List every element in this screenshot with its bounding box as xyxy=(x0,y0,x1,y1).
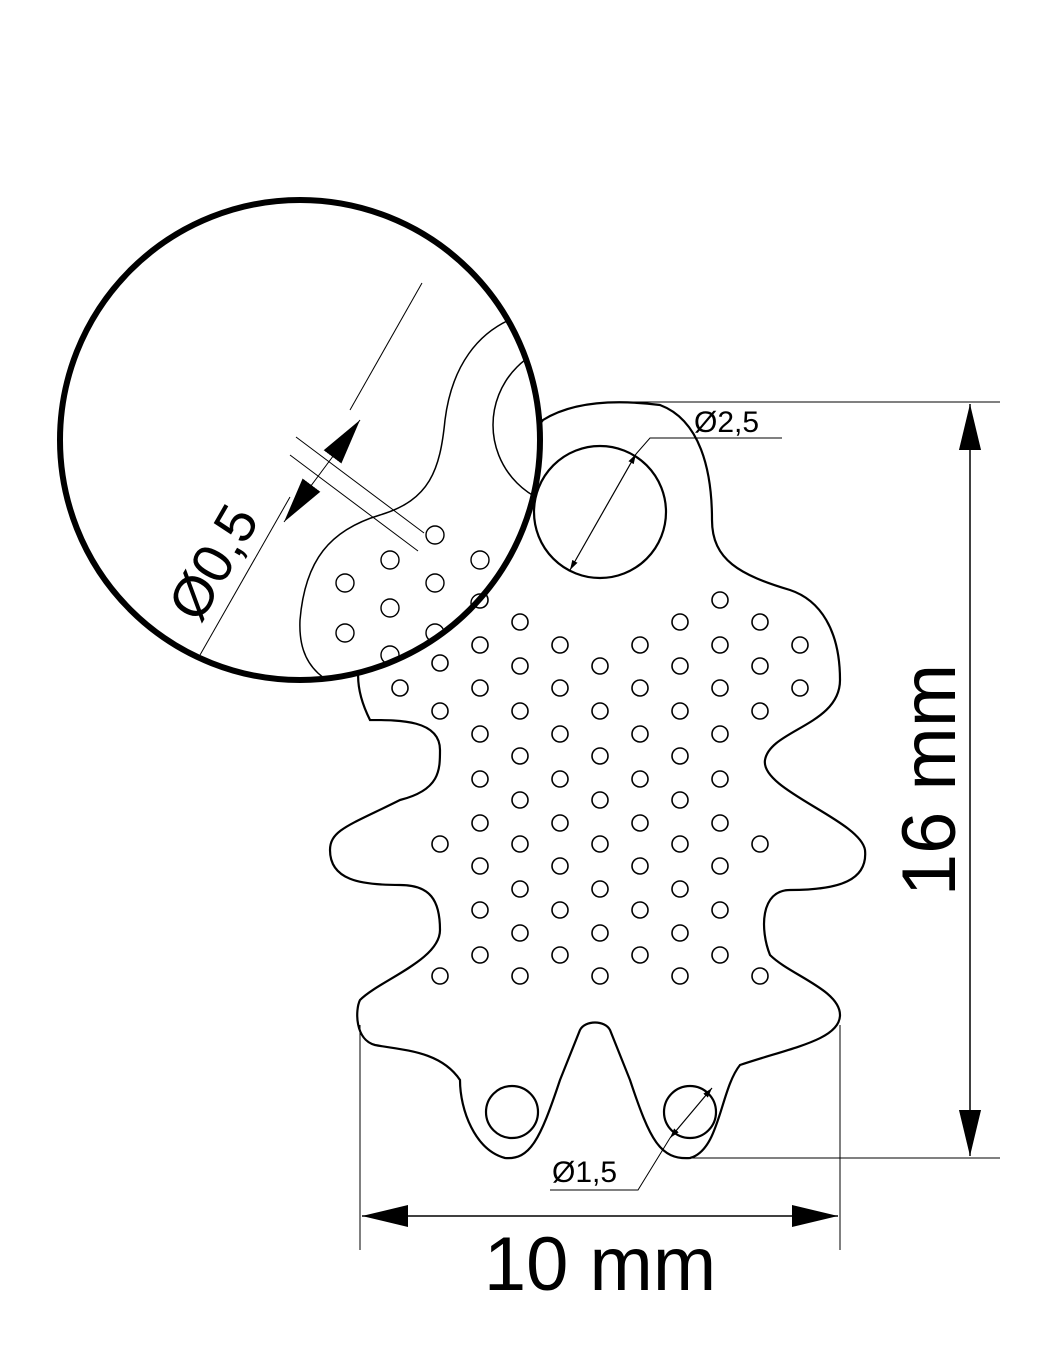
perforation-hole xyxy=(671,967,689,985)
perforation-hole xyxy=(591,657,609,675)
perforation-hole xyxy=(631,901,649,919)
perforation-hole xyxy=(391,679,409,697)
perforation-hole xyxy=(671,835,689,853)
perforation-hole xyxy=(511,835,529,853)
width-label: 10 mm xyxy=(484,1222,716,1307)
perforation-hole xyxy=(711,901,729,919)
perforation-hole xyxy=(431,967,449,985)
perforation-hole xyxy=(471,946,489,964)
perforation-hole xyxy=(631,679,649,697)
perforation-hole xyxy=(671,747,689,765)
perforation-hole xyxy=(511,613,529,631)
perforation-hole xyxy=(551,770,569,788)
perforation-hole xyxy=(471,857,489,875)
perforation-hole xyxy=(791,679,809,697)
bottom-hole-dimension: Ø1,5 xyxy=(550,1087,713,1191)
perforation-hole xyxy=(711,814,729,832)
perforation-hole xyxy=(431,702,449,720)
perforation-hole xyxy=(671,657,689,675)
perforation-hole xyxy=(551,636,569,654)
perforation-hole xyxy=(751,613,769,631)
perforation-hole xyxy=(631,946,649,964)
perforation-hole xyxy=(711,679,729,697)
perforation-hole xyxy=(511,747,529,765)
detail-magnifier: Ø0,5 xyxy=(57,197,543,683)
detail-perforation-hole xyxy=(380,598,400,618)
perforation-hole xyxy=(631,857,649,875)
perforation-hole xyxy=(671,880,689,898)
perforation-hole xyxy=(551,679,569,697)
perforation-hole xyxy=(511,791,529,809)
perforation-hole xyxy=(511,967,529,985)
perforation-hole xyxy=(551,814,569,832)
perforation-hole xyxy=(471,901,489,919)
perforation-hole xyxy=(511,702,529,720)
magnifier-frame xyxy=(57,197,543,683)
perforation-hole xyxy=(671,613,689,631)
height-dimension: 16 mm xyxy=(610,401,1000,1159)
perforation-hole xyxy=(471,725,489,743)
perforation-hole xyxy=(591,924,609,942)
perforation-hole xyxy=(511,657,529,675)
top-hole xyxy=(532,444,668,580)
detail-perforation-hole xyxy=(425,573,445,593)
detail-perforation-hole xyxy=(335,623,355,643)
perforation-hole xyxy=(511,924,529,942)
perforation-hole xyxy=(671,924,689,942)
perforation-hole xyxy=(591,791,609,809)
perforation-hole xyxy=(551,725,569,743)
perforation-hole xyxy=(431,835,449,853)
perforation-hole xyxy=(591,880,609,898)
top-hole-dimension: Ø2,5 xyxy=(569,406,782,571)
perforation-hole xyxy=(751,657,769,675)
perforation-hole xyxy=(471,814,489,832)
detail-perforation-hole xyxy=(380,550,400,570)
perforation-hole xyxy=(591,835,609,853)
perforation-hole xyxy=(471,679,489,697)
perforation-hole xyxy=(551,946,569,964)
perforation-hole xyxy=(631,814,649,832)
detail-perforation-hole xyxy=(425,525,445,545)
perforation-hole xyxy=(711,591,729,609)
perforation-hole xyxy=(591,702,609,720)
perforation-hole xyxy=(471,770,489,788)
perforation-hole xyxy=(751,835,769,853)
perforation-hole xyxy=(751,702,769,720)
perforation-hole xyxy=(591,967,609,985)
detail-perforation-hole xyxy=(470,550,490,570)
bottom-hole-left xyxy=(484,1084,540,1140)
perforation-hole xyxy=(631,636,649,654)
perforation-hole xyxy=(711,946,729,964)
bottom-hole-right xyxy=(662,1084,718,1140)
perforation-hole xyxy=(711,857,729,875)
perforation-hole xyxy=(671,702,689,720)
perforation-hole xyxy=(671,791,689,809)
perforation-hole xyxy=(591,747,609,765)
perforation-hole xyxy=(711,770,729,788)
perforation-hole xyxy=(551,857,569,875)
perforation-hole xyxy=(711,636,729,654)
perforation-hole xyxy=(431,654,449,672)
perforation-hole xyxy=(791,636,809,654)
perforation-hole xyxy=(751,967,769,985)
perforation-hole xyxy=(631,725,649,743)
detail-perforation-hole xyxy=(335,573,355,593)
perforation-hole xyxy=(631,770,649,788)
bottom-hole-label: Ø1,5 xyxy=(552,1156,617,1189)
perforation-hole xyxy=(551,901,569,919)
perforation-hole xyxy=(471,636,489,654)
top-hole-label: Ø2,5 xyxy=(694,406,759,439)
height-label: 16 mm xyxy=(887,664,972,896)
perforation-hole xyxy=(511,880,529,898)
perforation-hole xyxy=(711,725,729,743)
width-dimension: 10 mm xyxy=(359,1025,841,1307)
perforation-hole-pattern xyxy=(391,591,809,985)
